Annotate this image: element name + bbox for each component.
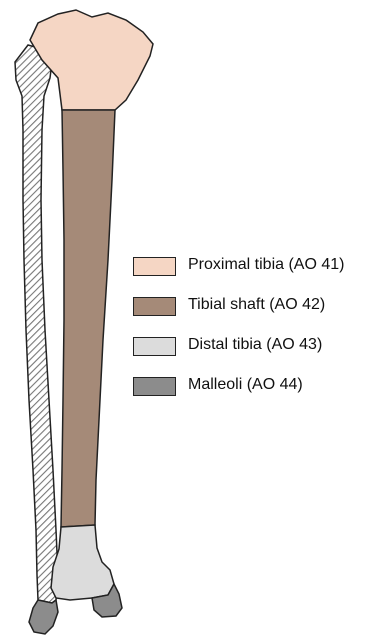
legend-label-distal-tibia: Distal tibia (AO 43) bbox=[188, 336, 322, 354]
legend-swatch-malleoli bbox=[133, 377, 176, 396]
fibula bbox=[15, 45, 58, 603]
lateral-malleolus bbox=[29, 600, 58, 634]
tibial-shaft bbox=[61, 110, 115, 527]
distal-tibia bbox=[51, 525, 114, 600]
legend-item-malleoli: Malleoli (AO 44) bbox=[133, 375, 378, 397]
proximal-tibia bbox=[30, 10, 153, 110]
legend-item-tibial-shaft: Tibial shaft (AO 42) bbox=[133, 295, 378, 317]
legend-swatch-tibial-shaft bbox=[133, 297, 176, 316]
legend-label-malleoli: Malleoli (AO 44) bbox=[188, 376, 303, 394]
legend-item-proximal-tibia: Proximal tibia (AO 41) bbox=[133, 255, 378, 277]
legend-swatch-distal-tibia bbox=[133, 337, 176, 356]
legend-label-proximal-tibia: Proximal tibia (AO 41) bbox=[188, 256, 345, 274]
legend-swatch-proximal-tibia bbox=[133, 257, 176, 276]
legend-item-distal-tibia: Distal tibia (AO 43) bbox=[133, 335, 378, 357]
legend-label-tibial-shaft: Tibial shaft (AO 42) bbox=[188, 296, 325, 314]
